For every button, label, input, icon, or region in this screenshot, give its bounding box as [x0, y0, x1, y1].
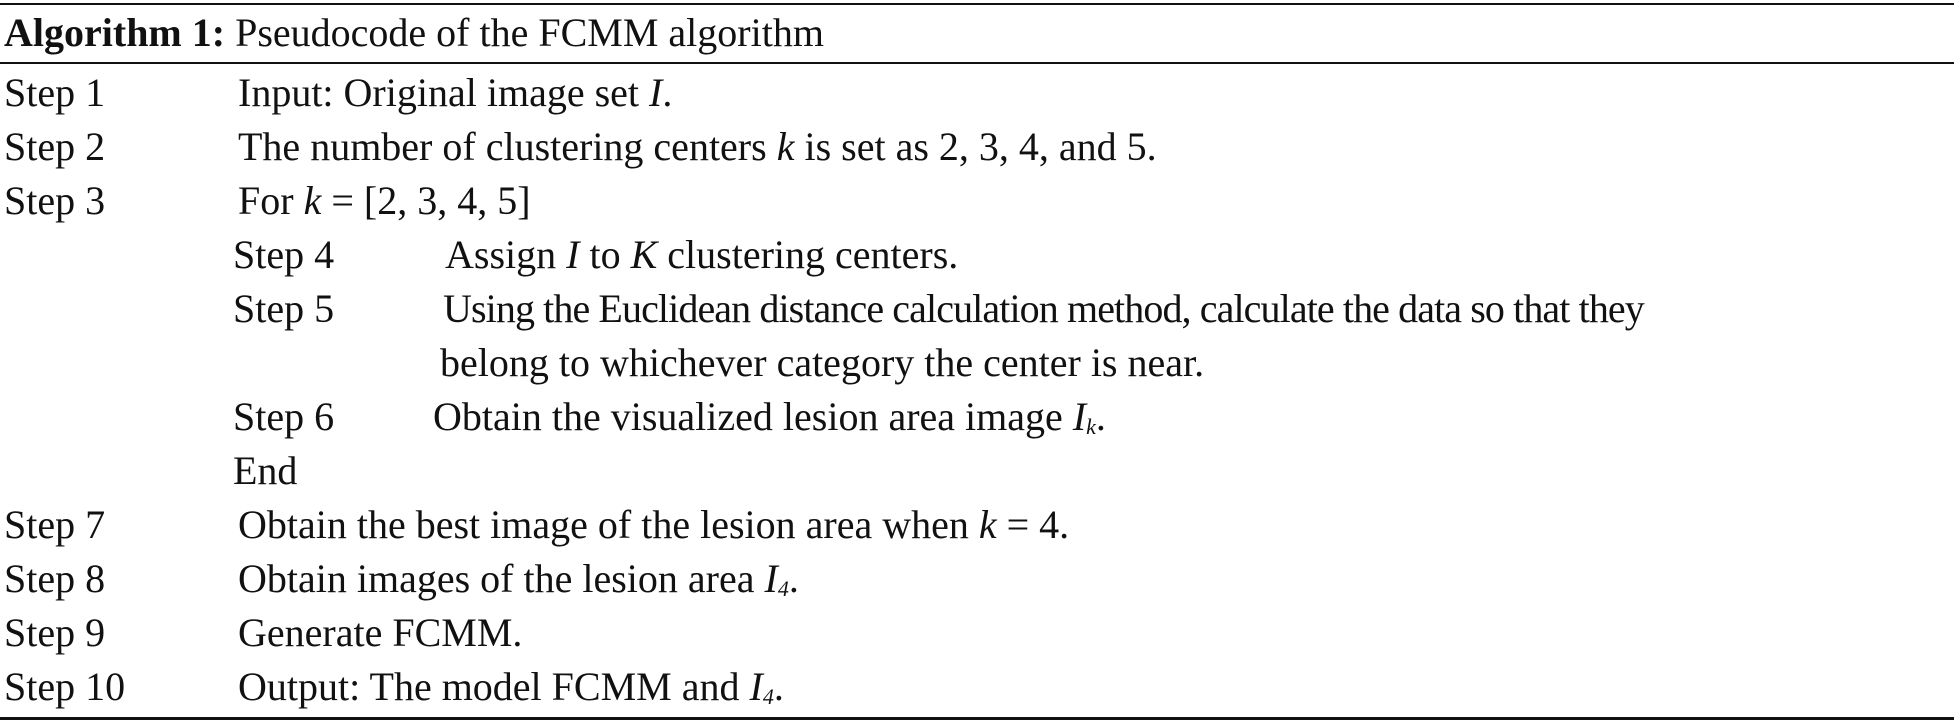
step-text: Generate FCMM.	[238, 610, 523, 655]
step-number: Step 4	[233, 232, 335, 277]
step-text: The number of clustering centers k is se…	[238, 124, 1157, 169]
step-text: Obtain the best image of the lesion area…	[238, 502, 1070, 547]
step-text: Output: The model FCMM and I4.	[238, 664, 784, 709]
algorithm-label: Algorithm 1:	[4, 10, 226, 55]
step-text: Obtain images of the lesion area I4.	[238, 556, 799, 601]
step-number: Step 2	[4, 124, 106, 169]
loop-end: End	[233, 448, 298, 493]
step-number: Step 1	[4, 70, 106, 115]
step-number: Step 5	[233, 286, 335, 331]
step-text: Input: Original image set I.	[238, 70, 673, 115]
step-number: Step 6	[233, 394, 335, 439]
step-number: Step 9	[4, 610, 106, 655]
algorithm-title: Algorithm 1: Pseudocode of the FCMM algo…	[4, 8, 824, 58]
step-text: For k = [2, 3, 4, 5]	[238, 178, 531, 223]
step-text: belong to whichever category the center …	[440, 340, 1205, 385]
step-number: Step 10	[4, 664, 126, 709]
step-text: Assign I to K clustering centers.	[445, 232, 959, 277]
top-rule	[0, 3, 1954, 5]
step-number: Step 7	[4, 502, 106, 547]
bottom-rule	[0, 717, 1954, 720]
header-rule	[0, 62, 1954, 64]
step-text: Using the Euclidean distance calculation…	[443, 286, 1645, 331]
step-text: Obtain the visualized lesion area image …	[433, 394, 1106, 439]
step-number: Step 3	[4, 178, 106, 223]
step-number: Step 8	[4, 556, 106, 601]
algorithm-title-text: Pseudocode of the FCMM algorithm	[235, 10, 824, 55]
